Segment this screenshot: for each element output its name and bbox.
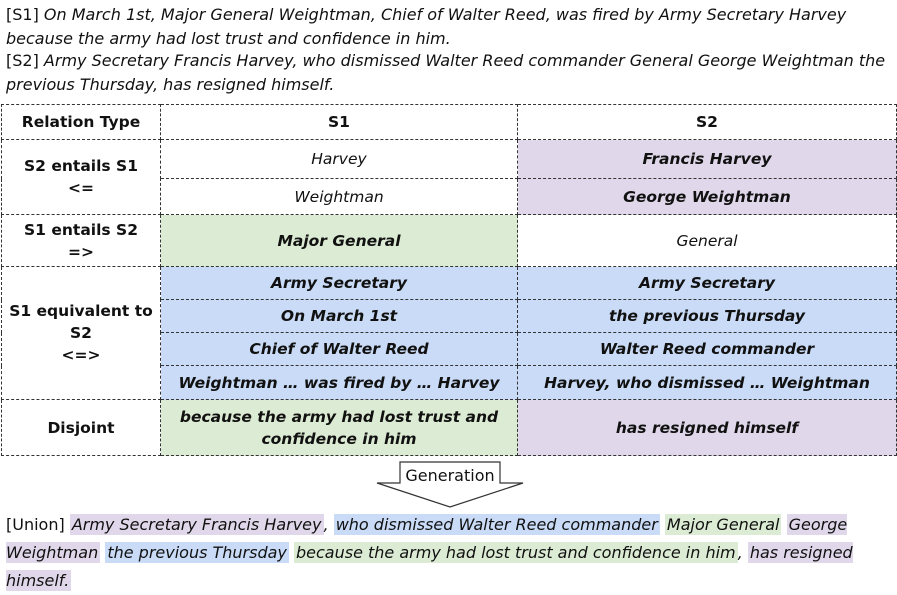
relation-equivalent: S1 equivalent to S2 <=>	[1, 266, 161, 400]
table-row: Disjoint because the army had lost trust…	[1, 399, 897, 456]
union-sentence: [Union] Army Secretary Francis Harvey, w…	[6, 511, 894, 595]
relation-symbol: =>	[68, 242, 94, 261]
cell-s1: Weightman … was fired by … Harvey	[160, 365, 518, 400]
union-tag: [Union]	[6, 515, 65, 534]
header-relation-type: Relation Type	[1, 104, 161, 140]
sentence-s1: [S1] On March 1st, Major General Weightm…	[6, 3, 892, 51]
cell-s2: Army Secretary	[517, 266, 897, 300]
table-row: Weightman George Weightman	[2, 178, 897, 215]
cell-s2: Harvey, who dismissed … Weightman	[517, 365, 897, 400]
cell-s1: because the army had lost trust and conf…	[160, 399, 518, 456]
header-s2: S2	[517, 104, 897, 140]
union-segment: who dismissed Walter Reed commander	[333, 514, 660, 535]
cell-s2: Francis Harvey	[517, 139, 897, 179]
generation-label: Generation	[405, 466, 495, 485]
relation-label: Disjoint	[47, 418, 115, 437]
header-s1: S1	[160, 104, 518, 140]
relation-disjoint: Disjoint	[1, 399, 161, 456]
relation-label: S2 entails S1	[24, 157, 138, 175]
generation-arrow-icon	[376, 461, 524, 508]
cell-s1: Harvey	[160, 139, 518, 179]
cell-s2: has resigned himself	[517, 399, 897, 456]
cell-s1: Major General	[160, 214, 518, 267]
table-row: Chief of Walter Reed Walter Reed command…	[2, 332, 897, 366]
cell-s1: On March 1st	[160, 299, 518, 333]
sentence-s2-tag: [S2]	[6, 51, 39, 70]
union-segment: because the army had lost trust and conf…	[294, 542, 738, 563]
cell-s2: George Weightman	[517, 178, 897, 215]
table-row: S1 entails S2 => Major General General	[1, 214, 897, 267]
union-segment: Major General	[664, 514, 782, 535]
cell-s2: General	[517, 214, 897, 267]
cell-s1: Army Secretary	[160, 266, 518, 300]
table-header-row: Relation Type S1 S2	[1, 104, 897, 140]
union-segment: ,	[737, 543, 743, 562]
sentence-s2-text: Army Secretary Francis Harvey, who dismi…	[6, 51, 886, 94]
cell-s1: Chief of Walter Reed	[160, 332, 518, 366]
relation-label: S1 entails S2	[24, 220, 138, 239]
union-segment: Army Secretary Francis Harvey	[69, 514, 324, 535]
union-segment: the previous Thursday	[105, 542, 289, 563]
sentence-s1-tag: [S1]	[6, 5, 39, 24]
relation-symbol: <=>	[61, 346, 101, 364]
relation-s1-entails-s2: S1 entails S2 =>	[1, 214, 161, 267]
cell-s2: the previous Thursday	[517, 299, 897, 333]
table-row: Weightman … was fired by … Harvey Harvey…	[2, 365, 897, 400]
relation-label: S1 equivalent to S2	[9, 302, 153, 342]
relation-table: Relation Type S1 S2 S2 entails S1 <= Har…	[1, 104, 897, 456]
table-row: S2 entails S1 <= Harvey Francis Harvey	[1, 139, 897, 215]
table-row: S1 equivalent to S2 <=> Army Secretary A…	[1, 266, 897, 400]
relation-s2-entails-s1: S2 entails S1 <=	[1, 139, 161, 215]
relation-symbol: <=	[68, 179, 94, 197]
cell-s1: Weightman	[160, 178, 518, 215]
union-segment: ,	[323, 515, 329, 534]
cell-s2: Walter Reed commander	[517, 332, 897, 366]
sentence-s1-text: On March 1st, Major General Weightman, C…	[6, 5, 847, 48]
sentence-s2: [S2] Army Secretary Francis Harvey, who …	[6, 49, 892, 97]
